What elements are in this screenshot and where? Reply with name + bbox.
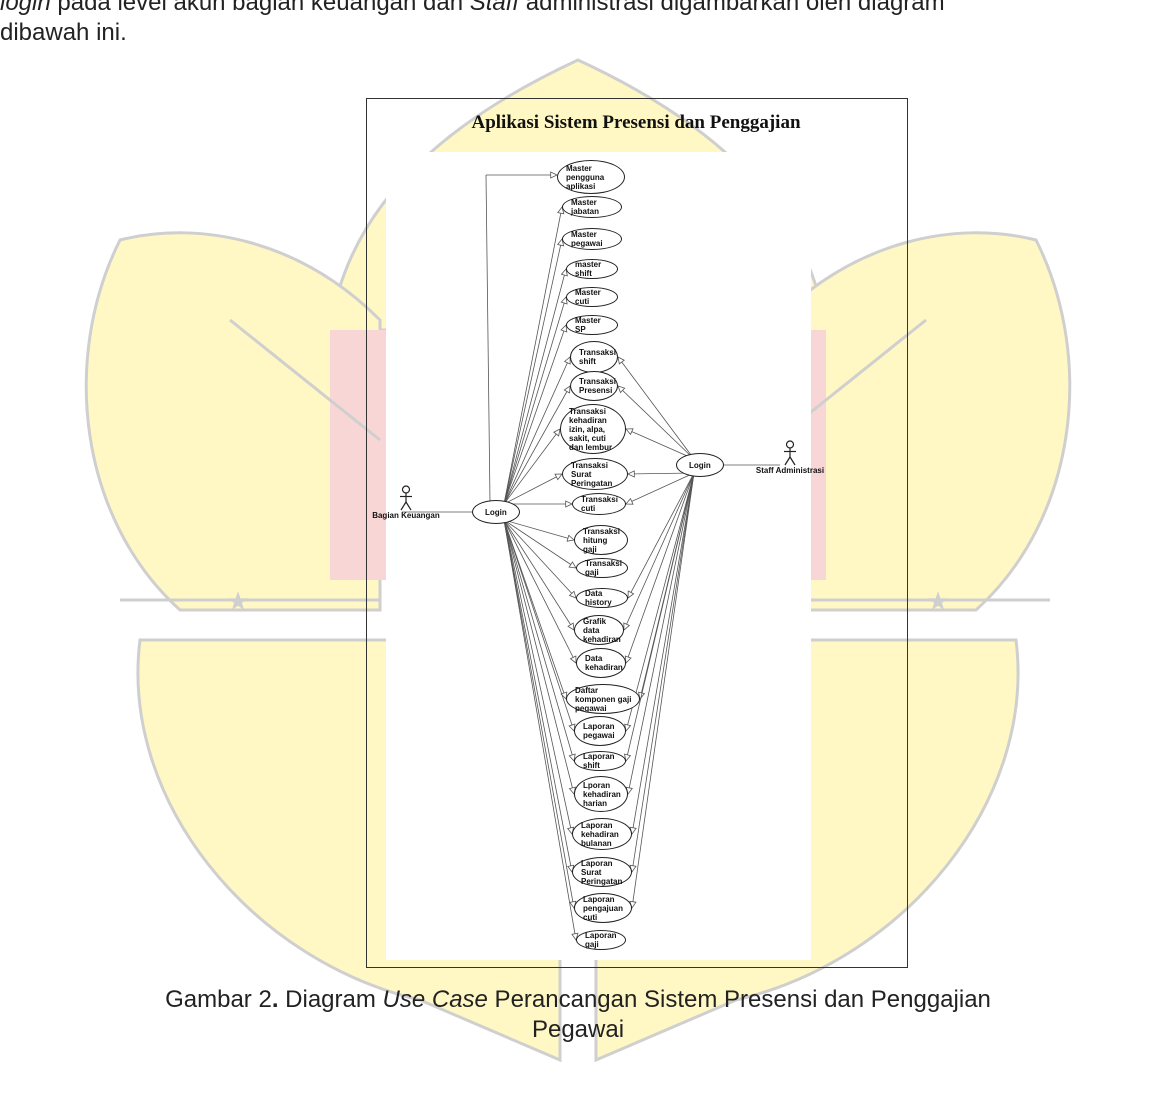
actor-staff-administrasi: Staff Administrasi [755,440,825,475]
login-left-usecase: Login [472,500,520,524]
use-case: Laporan pengajuan cuti [574,893,632,923]
intro-line-1: login pada level akun bagian keuangan da… [0,0,1156,18]
use-case: Laporan shift [574,751,626,771]
login-right-label: Login [689,461,711,470]
use-case: Transaksi Presensi [570,371,618,401]
intro-term-staff: Staff [470,0,519,16]
use-case: Master pengguna aplikasi [557,160,625,194]
use-case: Laporan gaji [576,930,626,950]
stick-figure-icon [782,440,798,466]
login-right-usecase: Login [676,453,724,477]
caption-line-1: Gambar 2. Diagram Use Case Perancangan S… [0,985,1156,1015]
use-case: Master pegawai [562,228,622,250]
use-case: Transaksi cuti [572,493,626,515]
use-case: Master jabatan [562,196,622,218]
login-left-label: Login [485,508,507,517]
intro-paragraph: login pada level akun bagian keuangan da… [0,0,1156,48]
watermark-star-right: ★ [926,587,949,617]
intro-text-b: administrasi digambarkan oleh diagram [519,0,945,16]
stick-figure-icon [398,485,414,511]
use-case: Laporan pegawai [574,716,626,746]
use-case: Transaksi Surat Peringatan [562,458,628,490]
actor-left-label: Bagian Keuangan [371,511,441,520]
use-case: Laporan kehadiran bulanan [572,818,632,850]
use-case: Data history [576,588,628,608]
use-case: Lporan kehadiran harian [574,776,628,812]
diagram-title: Aplikasi Sistem Presensi dan Penggajian [366,112,906,134]
intro-text-a: pada level akun bagian keuangan dan [51,0,470,16]
use-case: Grafik data kehadiran [574,615,624,645]
watermark-star-left: ★ [226,587,249,617]
use-case: Transaksi kehadiran izin, alpa, sakit, c… [560,404,626,454]
caption-text-1: Diagram [278,986,382,1013]
actor-bagian-keuangan: Bagian Keuangan [371,485,441,520]
intro-term-login: login [0,0,51,16]
caption-text-2: Perancangan Sistem Presensi dan Penggaji… [488,986,991,1013]
actor-right-label: Staff Administrasi [755,466,825,475]
caption-prefix: Gambar 2 [165,986,272,1013]
caption-italic-term: Use Case [383,986,488,1013]
use-case: Transaksi gaji [576,558,628,578]
use-case: Daftar komponen gaji pegawai [566,684,640,714]
use-case: master shift [566,259,618,279]
use-case: Transaksi shift [570,341,618,373]
use-case: Transaksi hitung gaji [574,525,628,555]
figure-caption: Gambar 2. Diagram Use Case Perancangan S… [0,985,1156,1045]
intro-line-2: dibawah ini. [0,18,1156,48]
use-case: Data kehadiran [576,648,626,678]
use-case: Master cuti [566,287,618,307]
caption-line-2: Pegawai [0,1015,1156,1045]
use-case: Laporan Surat Peringatan [572,857,632,887]
use-case: Master SP [566,315,618,335]
